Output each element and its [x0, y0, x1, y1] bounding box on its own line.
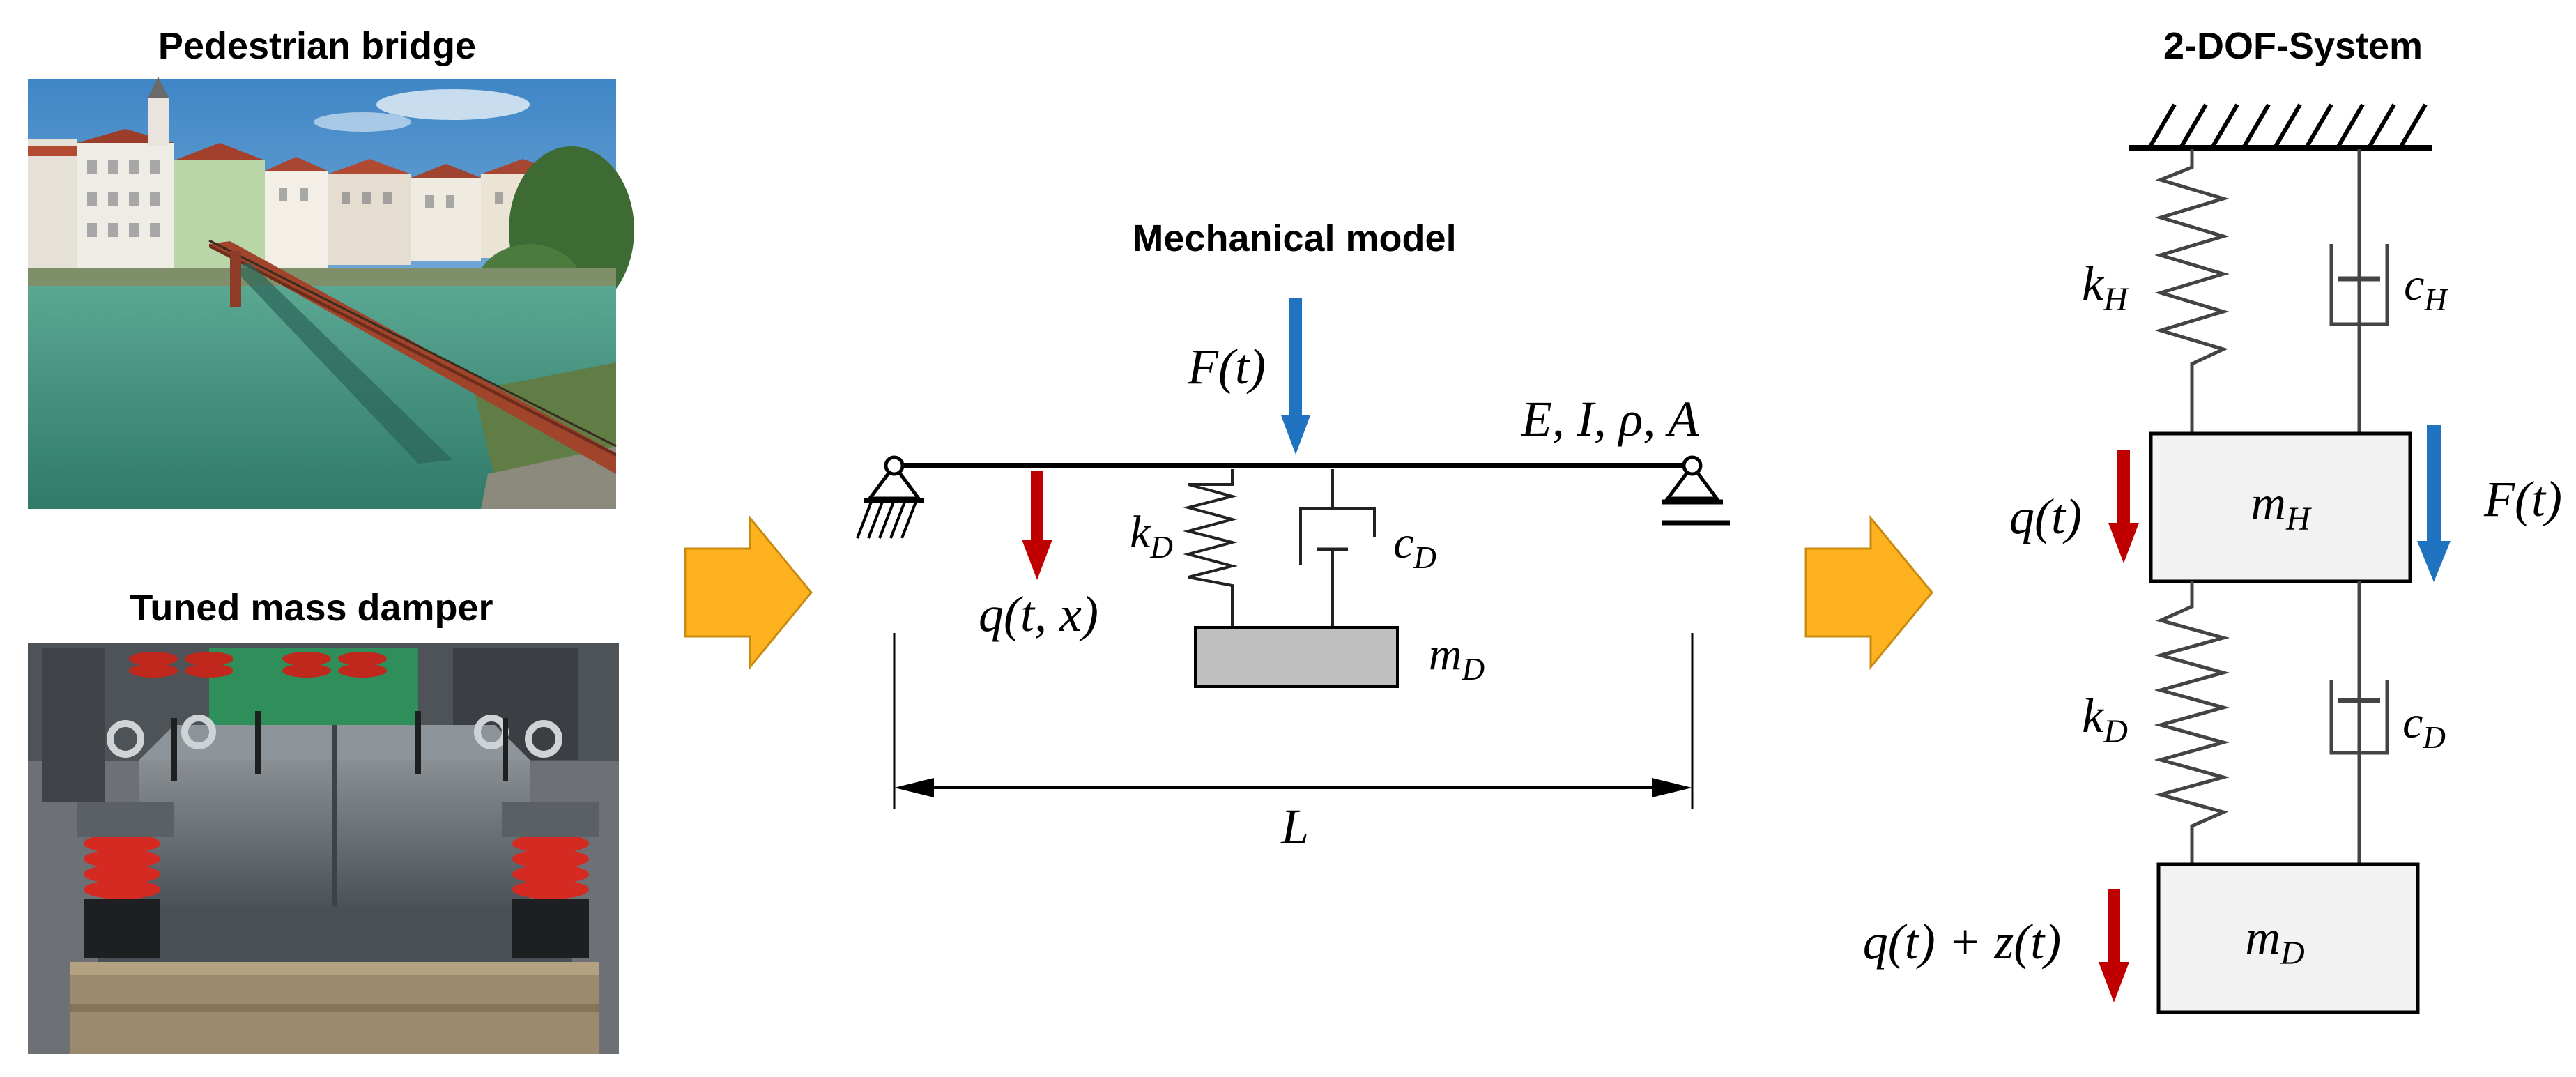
damper-h-label: cH: [2404, 259, 2448, 317]
two-dof-panel: 2-DOF-System kH cH: [1863, 25, 2562, 1014]
damper-icon: [1299, 469, 1376, 627]
mech-spring-label: kD: [1130, 507, 1173, 565]
displacement-arrow-d: [2099, 889, 2129, 1002]
mechanical-model-panel: Mechanical model F(t) E, I, ρ, A: [856, 217, 1730, 855]
mass-h-label: mH: [2251, 477, 2312, 537]
spring-icon: [1183, 469, 1238, 627]
mech-damper-label: cD: [1393, 517, 1436, 575]
length-dimension: [893, 633, 1694, 809]
mech-mass-label: mD: [1429, 629, 1485, 687]
mechanical-model-title: Mechanical model: [1132, 217, 1456, 259]
ground-icon: [2129, 103, 2432, 151]
force-dof-label: F(t): [2483, 471, 2562, 527]
mass-d-label: mD: [2245, 911, 2304, 972]
displacement-d-label: q(t) + z(t): [1863, 914, 2062, 970]
load-arrow: [1022, 471, 1052, 580]
damper-icon: [2329, 149, 2389, 434]
beam-properties-label: E, I, ρ, A: [1521, 391, 1700, 447]
pedestrian-bridge-panel: Pedestrian bridge: [28, 25, 634, 509]
mass-h-block: [2149, 431, 2412, 583]
block-arrow-icon: [684, 514, 813, 671]
spring-icon: [2154, 581, 2230, 864]
force-arrow: [1281, 298, 1310, 455]
pedestrian-bridge-title: Pedestrian bridge: [158, 25, 476, 67]
length-label: L: [1280, 799, 1309, 855]
mass-d-block: [2156, 862, 2420, 1014]
force-label: F(t): [1187, 339, 1266, 395]
two-dof-title: 2-DOF-System: [2163, 25, 2423, 67]
spring-d-label: kD: [2082, 689, 2128, 750]
spring-icon: [2154, 149, 2230, 434]
block-arrow-icon: [1804, 514, 1933, 671]
tuned-mass-damper-panel: Tuned mass damper: [28, 587, 619, 1054]
load-label: q(t, x): [979, 586, 1098, 642]
tuned-mass-damper-photo: [28, 643, 619, 1054]
roller-support-icon: [1662, 455, 1730, 526]
damper-d-label: cD: [2402, 697, 2446, 755]
fixed-support-icon: [856, 455, 924, 539]
displacement-arrow-h: [2108, 450, 2139, 563]
spring-h-label: kH: [2082, 257, 2129, 318]
force-arrow-dof: [2417, 425, 2451, 582]
displacement-h-label: q(t): [2009, 489, 2082, 544]
mech-mass-block: [1194, 626, 1399, 688]
tuned-mass-damper-title: Tuned mass damper: [130, 587, 493, 629]
damper-icon: [2329, 581, 2389, 864]
pedestrian-bridge-photo: [28, 77, 634, 509]
